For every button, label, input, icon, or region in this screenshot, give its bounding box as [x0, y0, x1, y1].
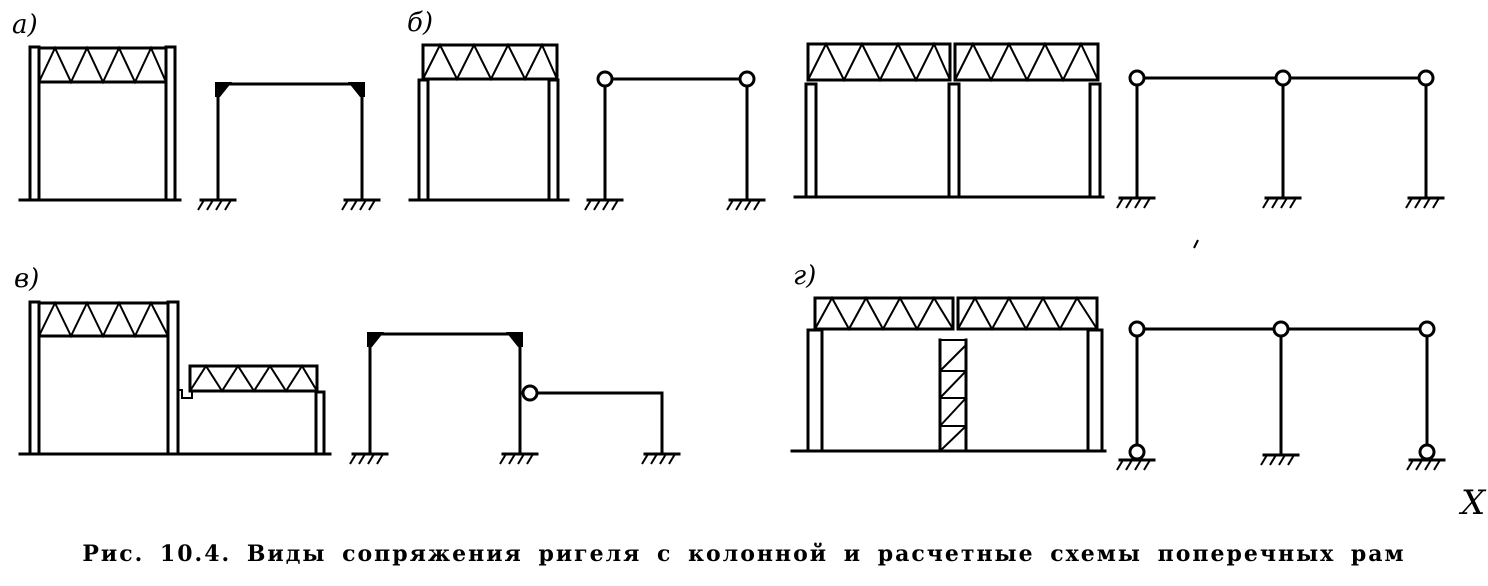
fixed-support: [340, 198, 381, 212]
fixed-support: [348, 452, 389, 466]
panel-b-two-span-scheme: [1115, 69, 1445, 210]
column: [1088, 82, 1102, 199]
fixed-support: [1261, 196, 1302, 210]
panel-b-building: [408, 42, 570, 202]
lattice-column: [938, 338, 968, 453]
column: [804, 82, 818, 199]
panel-g-building: [790, 295, 1107, 453]
roof-truss: [421, 42, 559, 82]
fixed-support: [498, 452, 539, 466]
fixed-support: [196, 198, 237, 212]
pinned-support: [1405, 458, 1446, 472]
rigid-joint: [348, 82, 365, 97]
panel-v-building: [18, 300, 332, 456]
roof-truss: [953, 41, 1100, 83]
pinned-support-hinge: [1128, 443, 1146, 461]
fixed-support: [640, 452, 681, 466]
hinge-joint: [1128, 69, 1146, 87]
fixed-support: [583, 198, 624, 212]
panel-b-scheme: [583, 70, 766, 212]
panel-a-scheme: [196, 82, 381, 212]
hinge-joint: [1128, 320, 1146, 338]
column: [1086, 328, 1104, 453]
fixed-support: [1404, 196, 1445, 210]
column: [547, 78, 560, 202]
hinge-joint: [1274, 69, 1292, 87]
figure-caption: Рис. 10.4. Виды сопряжения ригеля с коло…: [82, 541, 1406, 567]
rigid-joint: [367, 332, 384, 347]
roof-truss: [37, 45, 168, 85]
roof-truss: [37, 300, 170, 339]
column: [806, 328, 824, 453]
hinge-joint: [1417, 69, 1435, 87]
panel-label-g: г): [793, 261, 817, 291]
panel-label-v: в): [14, 264, 40, 294]
fixed-support: [725, 198, 766, 212]
roof-truss: [806, 41, 952, 83]
column: [947, 82, 961, 199]
column: [166, 300, 180, 456]
stray-mark: [1193, 239, 1199, 249]
column: [164, 45, 177, 202]
column: [417, 78, 430, 202]
hinge-joint: [1418, 320, 1436, 338]
column-bracket: [178, 389, 193, 399]
hinge-joint: [521, 384, 539, 402]
column: [314, 390, 326, 456]
fixed-support: [1115, 196, 1156, 210]
panel-label-a: а): [12, 10, 38, 40]
panel-g-scheme: [1115, 320, 1446, 472]
panel-b-two-span-building: [793, 41, 1105, 199]
pinned-support: [1115, 458, 1156, 472]
fixed-support: [1259, 453, 1300, 467]
roof-truss: [813, 295, 955, 332]
pinned-support-hinge: [1418, 443, 1436, 461]
panel-label-b: б): [407, 8, 434, 38]
hinge-joint: [738, 70, 756, 88]
column: [28, 45, 41, 202]
roof-truss: [956, 295, 1099, 332]
page-mark: X: [1461, 483, 1486, 523]
hinge-joint: [1272, 320, 1290, 338]
panel-a-building: [18, 45, 182, 202]
roof-truss: [188, 364, 319, 393]
panel-v-scheme: [348, 332, 681, 466]
rigid-joint: [506, 332, 523, 347]
rigid-joint: [215, 82, 232, 97]
hinge-joint: [596, 70, 614, 88]
column: [28, 300, 41, 456]
